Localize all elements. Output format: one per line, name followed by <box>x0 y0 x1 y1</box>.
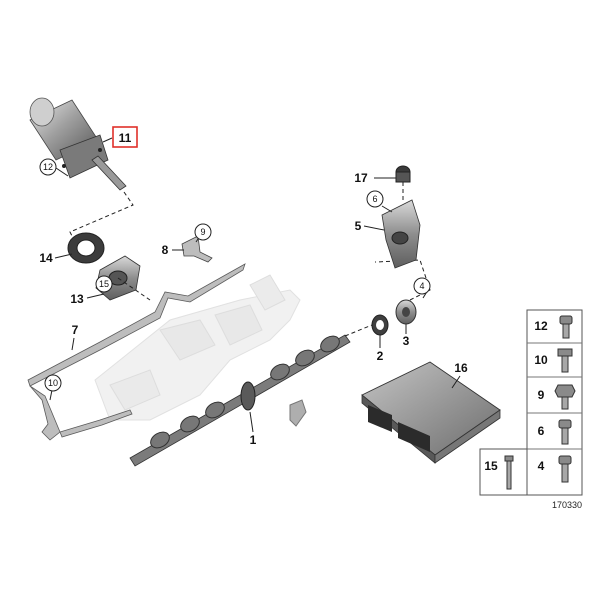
cylinder-head-ghost <box>94 274 301 421</box>
bearing <box>395 299 417 325</box>
callout-17[interactable]: 17 <box>354 171 368 185</box>
circled-callouts <box>39 158 431 392</box>
callout-2[interactable]: 2 <box>377 349 384 363</box>
bolt-icon <box>557 348 573 373</box>
ring <box>371 314 389 336</box>
legend-15[interactable]: 15 <box>484 459 498 473</box>
callout-11-highlight <box>112 126 138 148</box>
callout-10[interactable]: 10 <box>48 378 58 388</box>
fitting <box>289 399 307 427</box>
callout-1[interactable]: 1 <box>250 433 257 447</box>
callout-15[interactable]: 15 <box>99 279 109 289</box>
callout-8[interactable]: 8 <box>162 243 169 257</box>
callout-16[interactable]: 16 <box>454 361 468 375</box>
plug-cap <box>395 165 411 183</box>
seal-ring <box>67 232 105 264</box>
legend-4[interactable]: 4 <box>538 459 545 473</box>
fastener-legend <box>479 309 583 496</box>
callout-4[interactable]: 4 <box>419 281 424 291</box>
oil-line <box>27 263 246 441</box>
catalog-number: 170330 <box>552 500 582 510</box>
bolt-icon <box>558 455 572 483</box>
legend-6[interactable]: 6 <box>538 424 545 438</box>
legend-12[interactable]: 12 <box>534 319 548 333</box>
camshaft <box>129 334 351 467</box>
assembly-dashline-bearing <box>344 259 431 337</box>
callout-14[interactable]: 14 <box>39 251 53 265</box>
callout-11[interactable]: 11 <box>119 131 132 145</box>
legend-9[interactable]: 9 <box>538 388 545 402</box>
control-unit <box>361 361 501 464</box>
callout-12[interactable]: 12 <box>43 162 53 172</box>
legend-10[interactable]: 10 <box>534 353 548 367</box>
callout-5[interactable]: 5 <box>355 219 362 233</box>
assembly-dashline-motor <box>69 191 134 253</box>
bolt-icon <box>559 315 573 339</box>
bolt-icon <box>554 384 576 410</box>
stud-icon <box>504 455 514 490</box>
actuator-motor <box>29 97 127 191</box>
bolt-icon <box>558 419 572 445</box>
callout-7[interactable]: 7 <box>72 323 79 337</box>
callout-13[interactable]: 13 <box>70 292 84 306</box>
sensor <box>381 199 421 269</box>
callout-9[interactable]: 9 <box>200 227 205 237</box>
leader-lines <box>49 137 461 433</box>
callout-3[interactable]: 3 <box>403 334 410 348</box>
callout-6[interactable]: 6 <box>372 194 377 204</box>
